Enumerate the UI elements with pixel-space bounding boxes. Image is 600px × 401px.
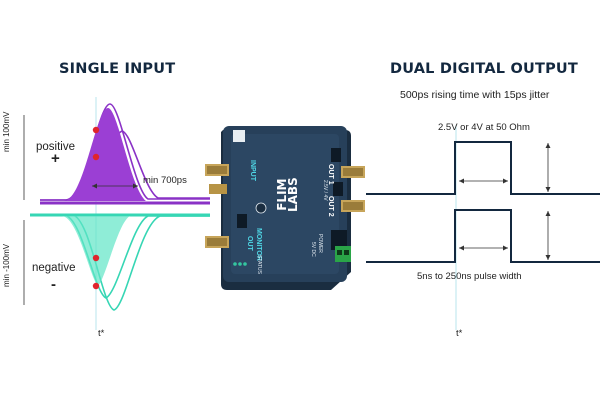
device-input-label: INPUT [249,160,256,181]
positive-sign: + [51,150,60,167]
device-power-spec: 5V DC [310,242,316,257]
trigger-point-positive-1 [92,126,100,134]
brand-line-2: LABS [286,177,300,212]
polarity-switch[interactable] [237,214,247,228]
time-marker-left: t* [98,328,105,339]
status-led-1 [233,262,237,266]
positive-pulse-fill [40,108,146,201]
width-knob[interactable] [255,202,267,214]
out1-pulse [366,141,600,195]
input-waveforms [23,97,210,330]
output-waveforms [366,125,600,330]
device-voltage-label: 2.5V / 4V [322,180,328,201]
out1-connector[interactable] [341,166,365,178]
negative-label: negative [32,262,76,274]
status-led-3 [243,262,247,266]
trigger-point-negative-1 [92,254,100,262]
input-width-label: min 700ps [143,175,187,186]
input-connector[interactable] [205,164,229,176]
positive-amplitude-label: min 100mV [2,111,11,152]
device-monitor-out-label: OUT [246,236,253,251]
monitor-connector[interactable] [205,236,229,248]
device-power-label: POWER [317,234,323,253]
device-out1-label: OUT 1 [327,164,334,185]
rise-time-subtitle: 500ps rising time with 15ps jitter [400,89,550,101]
aux-switch[interactable] [333,182,343,196]
negative-sign: - [51,276,56,293]
status-led-2 [238,262,242,266]
out2-pulse [366,209,600,263]
trigger-point-positive-2 [92,153,100,161]
pulse-width-label: 5ns to 250ns pulse width [417,271,522,282]
time-marker-right: t* [456,328,463,339]
device-out2-label: OUT 2 [327,196,334,217]
dual-digital-output-title: DUAL DIGITAL OUTPUT [390,61,578,77]
trigger-point-negative-2 [92,282,100,290]
out2-connector[interactable] [341,200,365,212]
single-input-title: SINGLE INPUT [59,61,176,77]
aux-connector[interactable] [209,184,227,194]
positive-label: positive [36,141,75,153]
negative-amplitude-label: min -100mV [2,243,11,287]
device-brand: FLIM LABS [275,177,300,212]
device-status-label: STATUS [256,255,262,274]
negative-pulse-fill [30,216,130,286]
output-level-label: 2.5V or 4V at 50 Ohm [438,122,530,133]
power-port[interactable] [331,230,347,250]
device-illustration [205,126,365,290]
voltage-switch[interactable] [331,148,341,162]
